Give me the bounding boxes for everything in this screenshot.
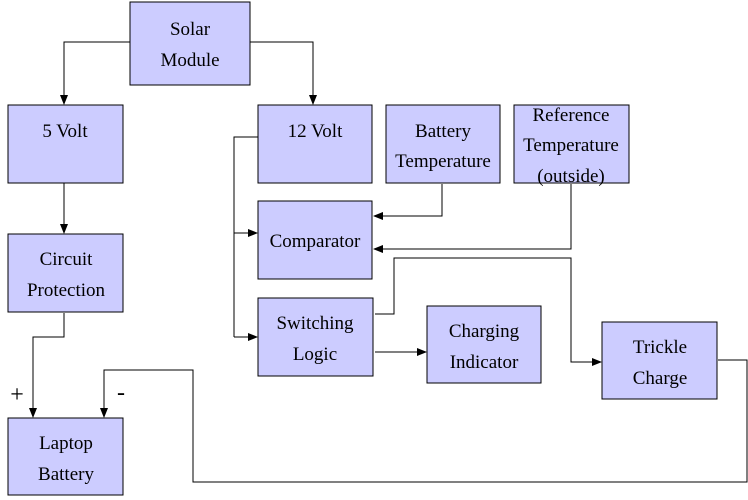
switching-logic-block: Switching Logic	[257, 297, 374, 377]
reference-temperature-block: Reference Temperature (outside)	[513, 104, 630, 187]
trickle-charge-block: Trickle Charge	[601, 321, 718, 400]
solar-module-line1: Solar	[170, 19, 211, 40]
reference-temperature-line2: Temperature	[523, 135, 619, 156]
charging-indicator-line2: Indicator	[450, 352, 519, 373]
twelve-volt-block: 12 Volt	[257, 104, 373, 184]
arrow-circuit-protection-to-battery-positive	[29, 313, 65, 418]
switching-logic-line2: Logic	[293, 344, 337, 365]
five-volt-block: 5 Volt	[7, 104, 124, 184]
arrow-solar-to-12v	[250, 41, 317, 105]
connectors	[29, 41, 748, 483]
comparator-block: Comparator	[257, 200, 373, 280]
laptop-battery-block: Laptop Battery	[7, 417, 124, 496]
arrow-reference-temp-to-comparator	[373, 184, 572, 253]
charging-indicator-block: Charging Indicator	[426, 305, 542, 384]
circuit-protection-block: Circuit Protection	[7, 233, 124, 313]
five-volt-label: 5 Volt	[42, 121, 88, 142]
positive-terminal-sign: +	[10, 382, 24, 408]
trickle-charge-line1: Trickle	[633, 337, 687, 358]
reference-temperature-line1: Reference	[533, 105, 610, 126]
circuit-protection-line2: Protection	[27, 280, 106, 301]
battery-temperature-line2: Temperature	[395, 151, 491, 172]
arrow-battery-temp-to-comparator	[373, 184, 443, 220]
battery-temperature-line1: Battery	[415, 121, 471, 142]
laptop-battery-line1: Laptop	[39, 433, 93, 454]
comparator-label: Comparator	[270, 231, 361, 252]
line-12v-trunk	[233, 136, 258, 337]
charging-indicator-line1: Charging	[449, 321, 520, 342]
solar-module-line2: Module	[160, 50, 219, 71]
negative-terminal-sign: -	[117, 380, 125, 406]
arrow-trickle-to-battery-negative	[100, 359, 748, 483]
arrow-switching-to-trickle-charge	[375, 257, 602, 366]
twelve-volt-label: 12 Volt	[288, 121, 343, 142]
switching-logic-line1: Switching	[276, 313, 354, 334]
battery-temperature-block: Battery Temperature	[385, 104, 501, 184]
trickle-charge-line2: Charge	[633, 368, 688, 389]
laptop-battery-line2: Battery	[38, 464, 94, 485]
solar-module-block: Solar Module	[129, 1, 251, 86]
reference-temperature-line3: (outside)	[537, 166, 605, 187]
circuit-protection-line1: Circuit	[40, 249, 93, 270]
arrow-solar-to-5v	[60, 41, 130, 105]
